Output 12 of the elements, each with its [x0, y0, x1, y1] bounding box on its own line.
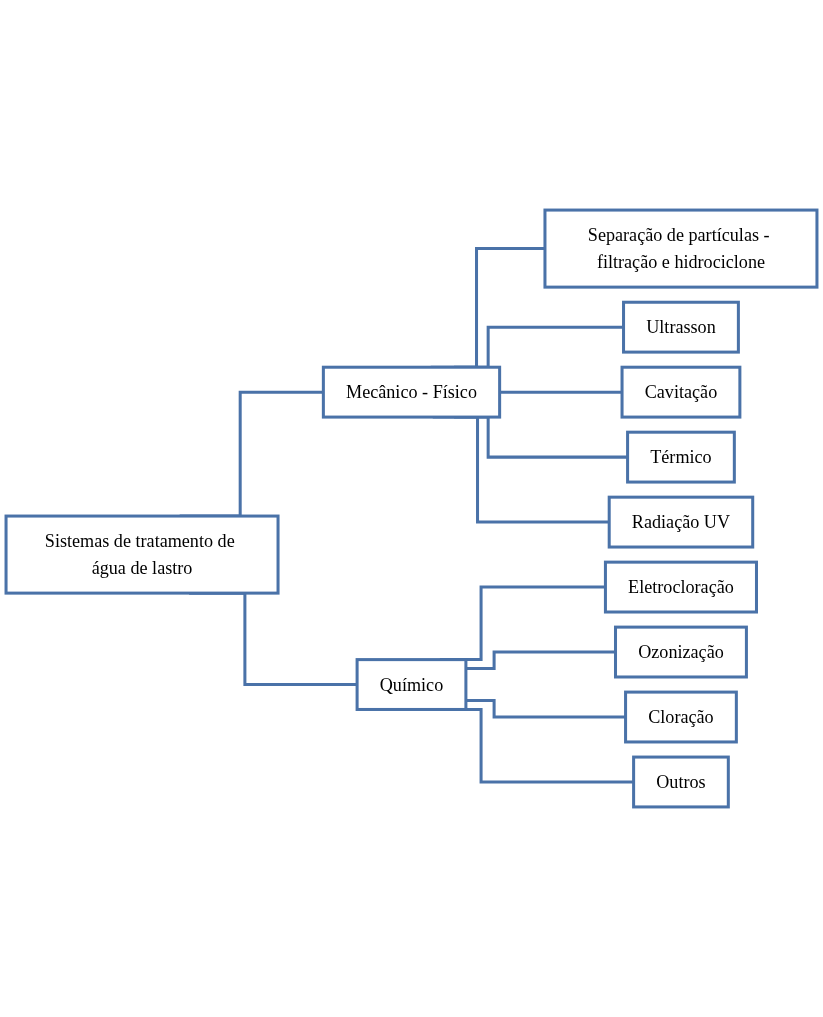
node-box: Sistemas de tratamento de água de lastro [4, 514, 280, 595]
node-box: Térmico [626, 430, 736, 484]
node-box: Cavitação [620, 365, 742, 419]
node-box: Radiação UV [607, 495, 755, 549]
node-box: Ozonização [614, 625, 748, 679]
node-box: Mecânico - Físico [321, 365, 502, 419]
node-box: Separação de partículas - filtração e hidrociclone [543, 208, 819, 289]
node-box: Cloração [624, 690, 738, 744]
node-box: Ultrasson [622, 300, 740, 354]
node-box: Eletrocloração [603, 560, 758, 614]
node-box: Outros [632, 755, 730, 809]
node-box: Químico [355, 658, 468, 711]
